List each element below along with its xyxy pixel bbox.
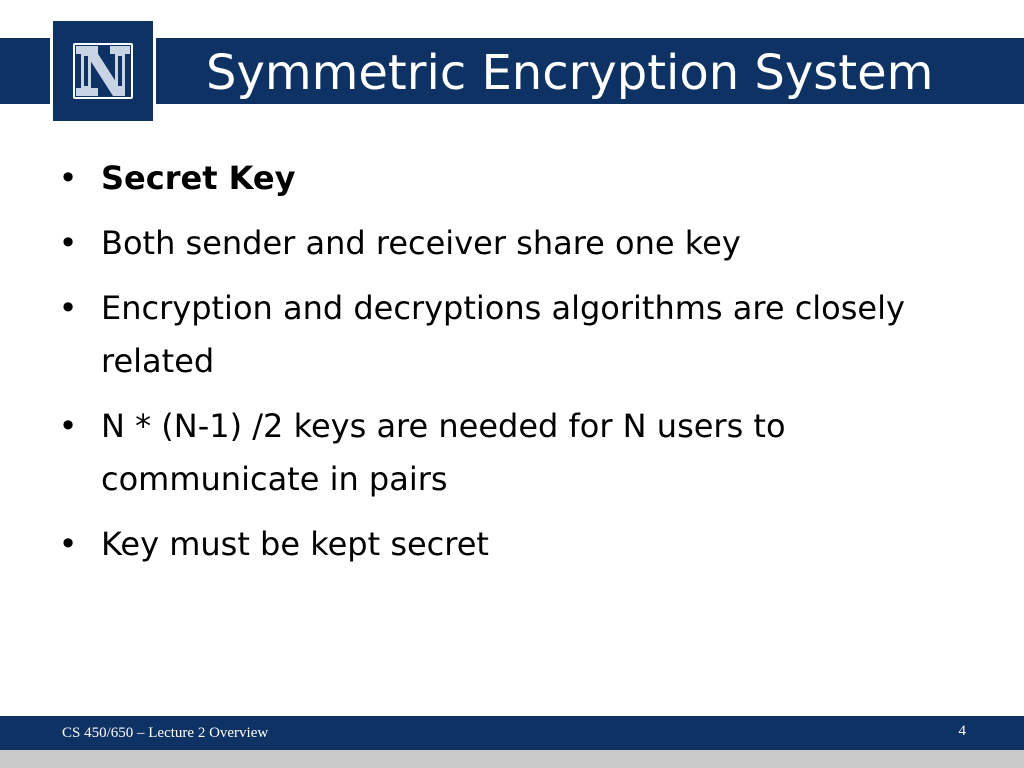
bullet-dot-icon: • <box>58 289 78 327</box>
bullet-dot-icon: • <box>58 224 78 262</box>
bullet-text: Secret Key <box>101 159 296 197</box>
bullet-text: N * (N-1) /2 keys are needed for N users… <box>101 407 786 498</box>
bullet-item: • N * (N-1) /2 keys are needed for N use… <box>58 400 918 506</box>
bullet-text: Both sender and receiver share one key <box>101 224 741 262</box>
bullet-dot-icon: • <box>58 407 78 445</box>
bullet-dot-icon: • <box>58 159 78 197</box>
bullet-item: • Both sender and receiver share one key <box>58 217 918 270</box>
slide-title: Symmetric Encryption System <box>206 45 934 101</box>
bullet-item: • Key must be kept secret <box>58 518 918 571</box>
bullet-list: • Secret Key • Both sender and receiver … <box>58 152 918 583</box>
footer-course-label: CS 450/650 – Lecture 2 Overview <box>62 725 269 741</box>
footer-bar <box>0 716 1024 750</box>
bullet-dot-icon: • <box>58 525 78 563</box>
page-number: 4 <box>958 723 967 739</box>
n-logo-glyph <box>73 43 133 99</box>
title-bar <box>0 38 1024 104</box>
bottom-strip <box>0 750 1024 768</box>
bullet-item: • Secret Key <box>58 152 918 205</box>
bullet-text: Encryption and decryptions algorithms ar… <box>101 289 905 380</box>
university-n-logo-icon <box>50 18 156 124</box>
bullet-text: Key must be kept secret <box>101 525 489 563</box>
bullet-item: • Encryption and decryptions algorithms … <box>58 282 918 388</box>
